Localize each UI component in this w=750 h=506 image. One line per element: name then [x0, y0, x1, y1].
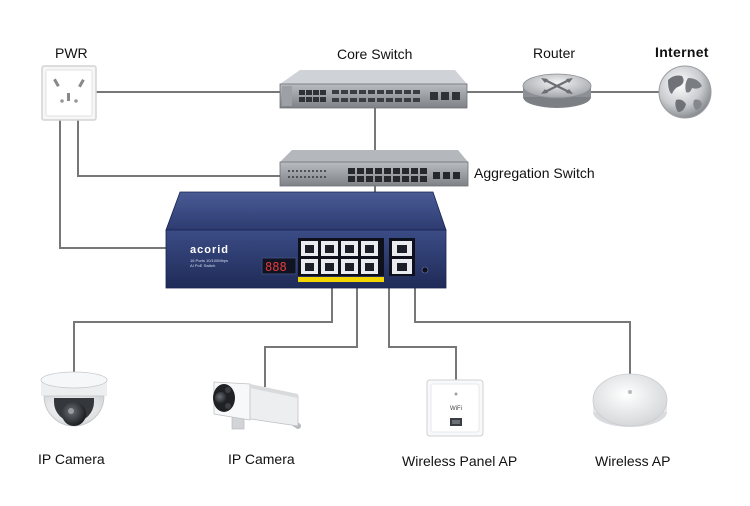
poe-uplink-ports — [389, 238, 415, 276]
label-router: Router — [533, 45, 576, 61]
wireless-ap-icon — [592, 373, 668, 427]
core-switch-icon — [279, 70, 468, 109]
poe-port-block — [298, 238, 384, 282]
label-core-switch: Core Switch — [337, 46, 413, 62]
internet-globe-icon — [658, 65, 712, 119]
label-ip-camera-1: IP Camera — [38, 451, 105, 467]
power-outlet-icon — [41, 65, 97, 121]
ip-camera-bullet-icon — [213, 381, 301, 430]
label-wireless-panel-ap: Wireless Panel AP — [402, 453, 518, 469]
label-aggregation-switch: Aggregation Switch — [474, 165, 595, 181]
poe-switch-icon: acorid 16 Ports 10/100Mbps AI PoE Switch… — [165, 191, 447, 289]
poe-model-subtext: AI PoE Switch — [190, 263, 215, 268]
link-poe-ipcam1 — [73, 288, 333, 375]
poe-model-text: 16 Ports 10/100Mbps — [190, 258, 228, 263]
link-pwr-poe — [59, 118, 166, 249]
poe-display-text: 888 — [265, 260, 287, 274]
router-icon — [522, 73, 592, 108]
wireless-panel-ap-icon: WiFi — [426, 379, 484, 437]
poe-brand-logo: acorid — [190, 244, 229, 256]
link-poe-wireless-ap — [414, 288, 631, 374]
label-ip-camera-2: IP Camera — [228, 451, 295, 467]
link-pwr-aggregation — [77, 118, 280, 177]
panel-ap-wifi-badge: WiFi — [450, 406, 462, 412]
label-internet: Internet — [655, 44, 709, 60]
aggregation-switch-icon — [279, 150, 469, 187]
ip-camera-dome-icon — [40, 371, 108, 427]
connection-lines — [59, 91, 660, 387]
link-poe-ipcam2 — [264, 288, 358, 387]
label-pwr: PWR — [55, 45, 88, 61]
label-wireless-ap: Wireless AP — [595, 453, 671, 469]
link-poe-panel-ap — [388, 288, 457, 380]
